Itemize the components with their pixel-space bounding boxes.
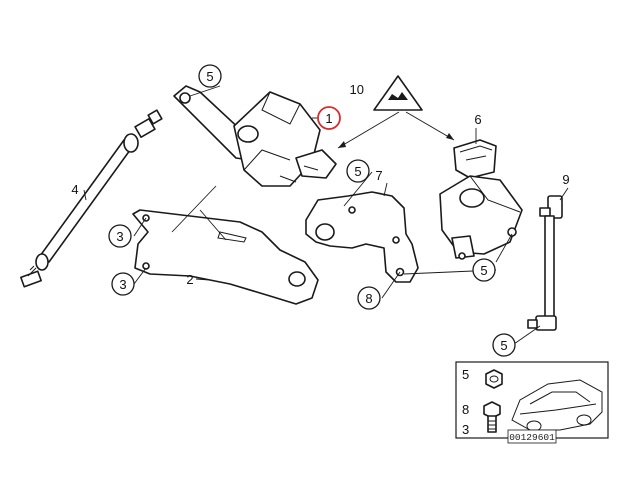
sensor-part-1 (173, 85, 337, 187)
nut-icon (485, 369, 503, 389)
svg-text:4: 4 (71, 182, 78, 197)
callout-9: 9 (562, 172, 569, 187)
callout-1-highlighted: 1 (317, 106, 341, 130)
document-number: 00129601 (509, 432, 555, 443)
rod-part-4 (20, 109, 163, 288)
svg-text:3: 3 (119, 277, 126, 292)
callout-4: 4 (71, 182, 78, 197)
callout-7: 7 (375, 168, 382, 183)
svg-text:7: 7 (375, 168, 382, 183)
callout-6: 6 (474, 112, 481, 127)
link-rod-part-9 (527, 195, 563, 331)
warning-triangle-icon (373, 75, 423, 111)
callout-5-mid: 5 (346, 159, 370, 183)
svg-text:6: 6 (474, 112, 481, 127)
svg-text:5: 5 (480, 263, 487, 278)
callout-2: 2 (186, 272, 193, 287)
svg-text:3: 3 (116, 229, 123, 244)
callout-3-lower: 3 (111, 272, 135, 296)
svg-text:9: 9 (562, 172, 569, 187)
svg-text:1: 1 (325, 111, 332, 126)
svg-text:5: 5 (500, 338, 507, 353)
callout-3-upper: 3 (108, 224, 132, 248)
svg-text:5: 5 (206, 69, 213, 84)
legend-number-8: 8 (462, 402, 469, 417)
callout-5-bottom: 5 (492, 333, 516, 357)
legend-number-3: 3 (462, 422, 469, 437)
svg-text:8: 8 (365, 291, 372, 306)
legend-number-5: 5 (462, 367, 469, 382)
callout-5-right: 5 (472, 258, 496, 282)
legend-box: 5 8 3 00129601 (455, 361, 609, 444)
sensor-part-6 (439, 139, 523, 260)
svg-text:2: 2 (186, 272, 193, 287)
callout-10: 10 (350, 82, 364, 97)
bracket-part-2 (132, 209, 319, 305)
svg-text:5: 5 (354, 164, 361, 179)
svg-text:10: 10 (350, 82, 364, 97)
callout-5-top: 5 (198, 64, 222, 88)
bracket-part-7 (305, 191, 419, 283)
bolt-icon (483, 401, 501, 433)
callout-8: 8 (357, 286, 381, 310)
